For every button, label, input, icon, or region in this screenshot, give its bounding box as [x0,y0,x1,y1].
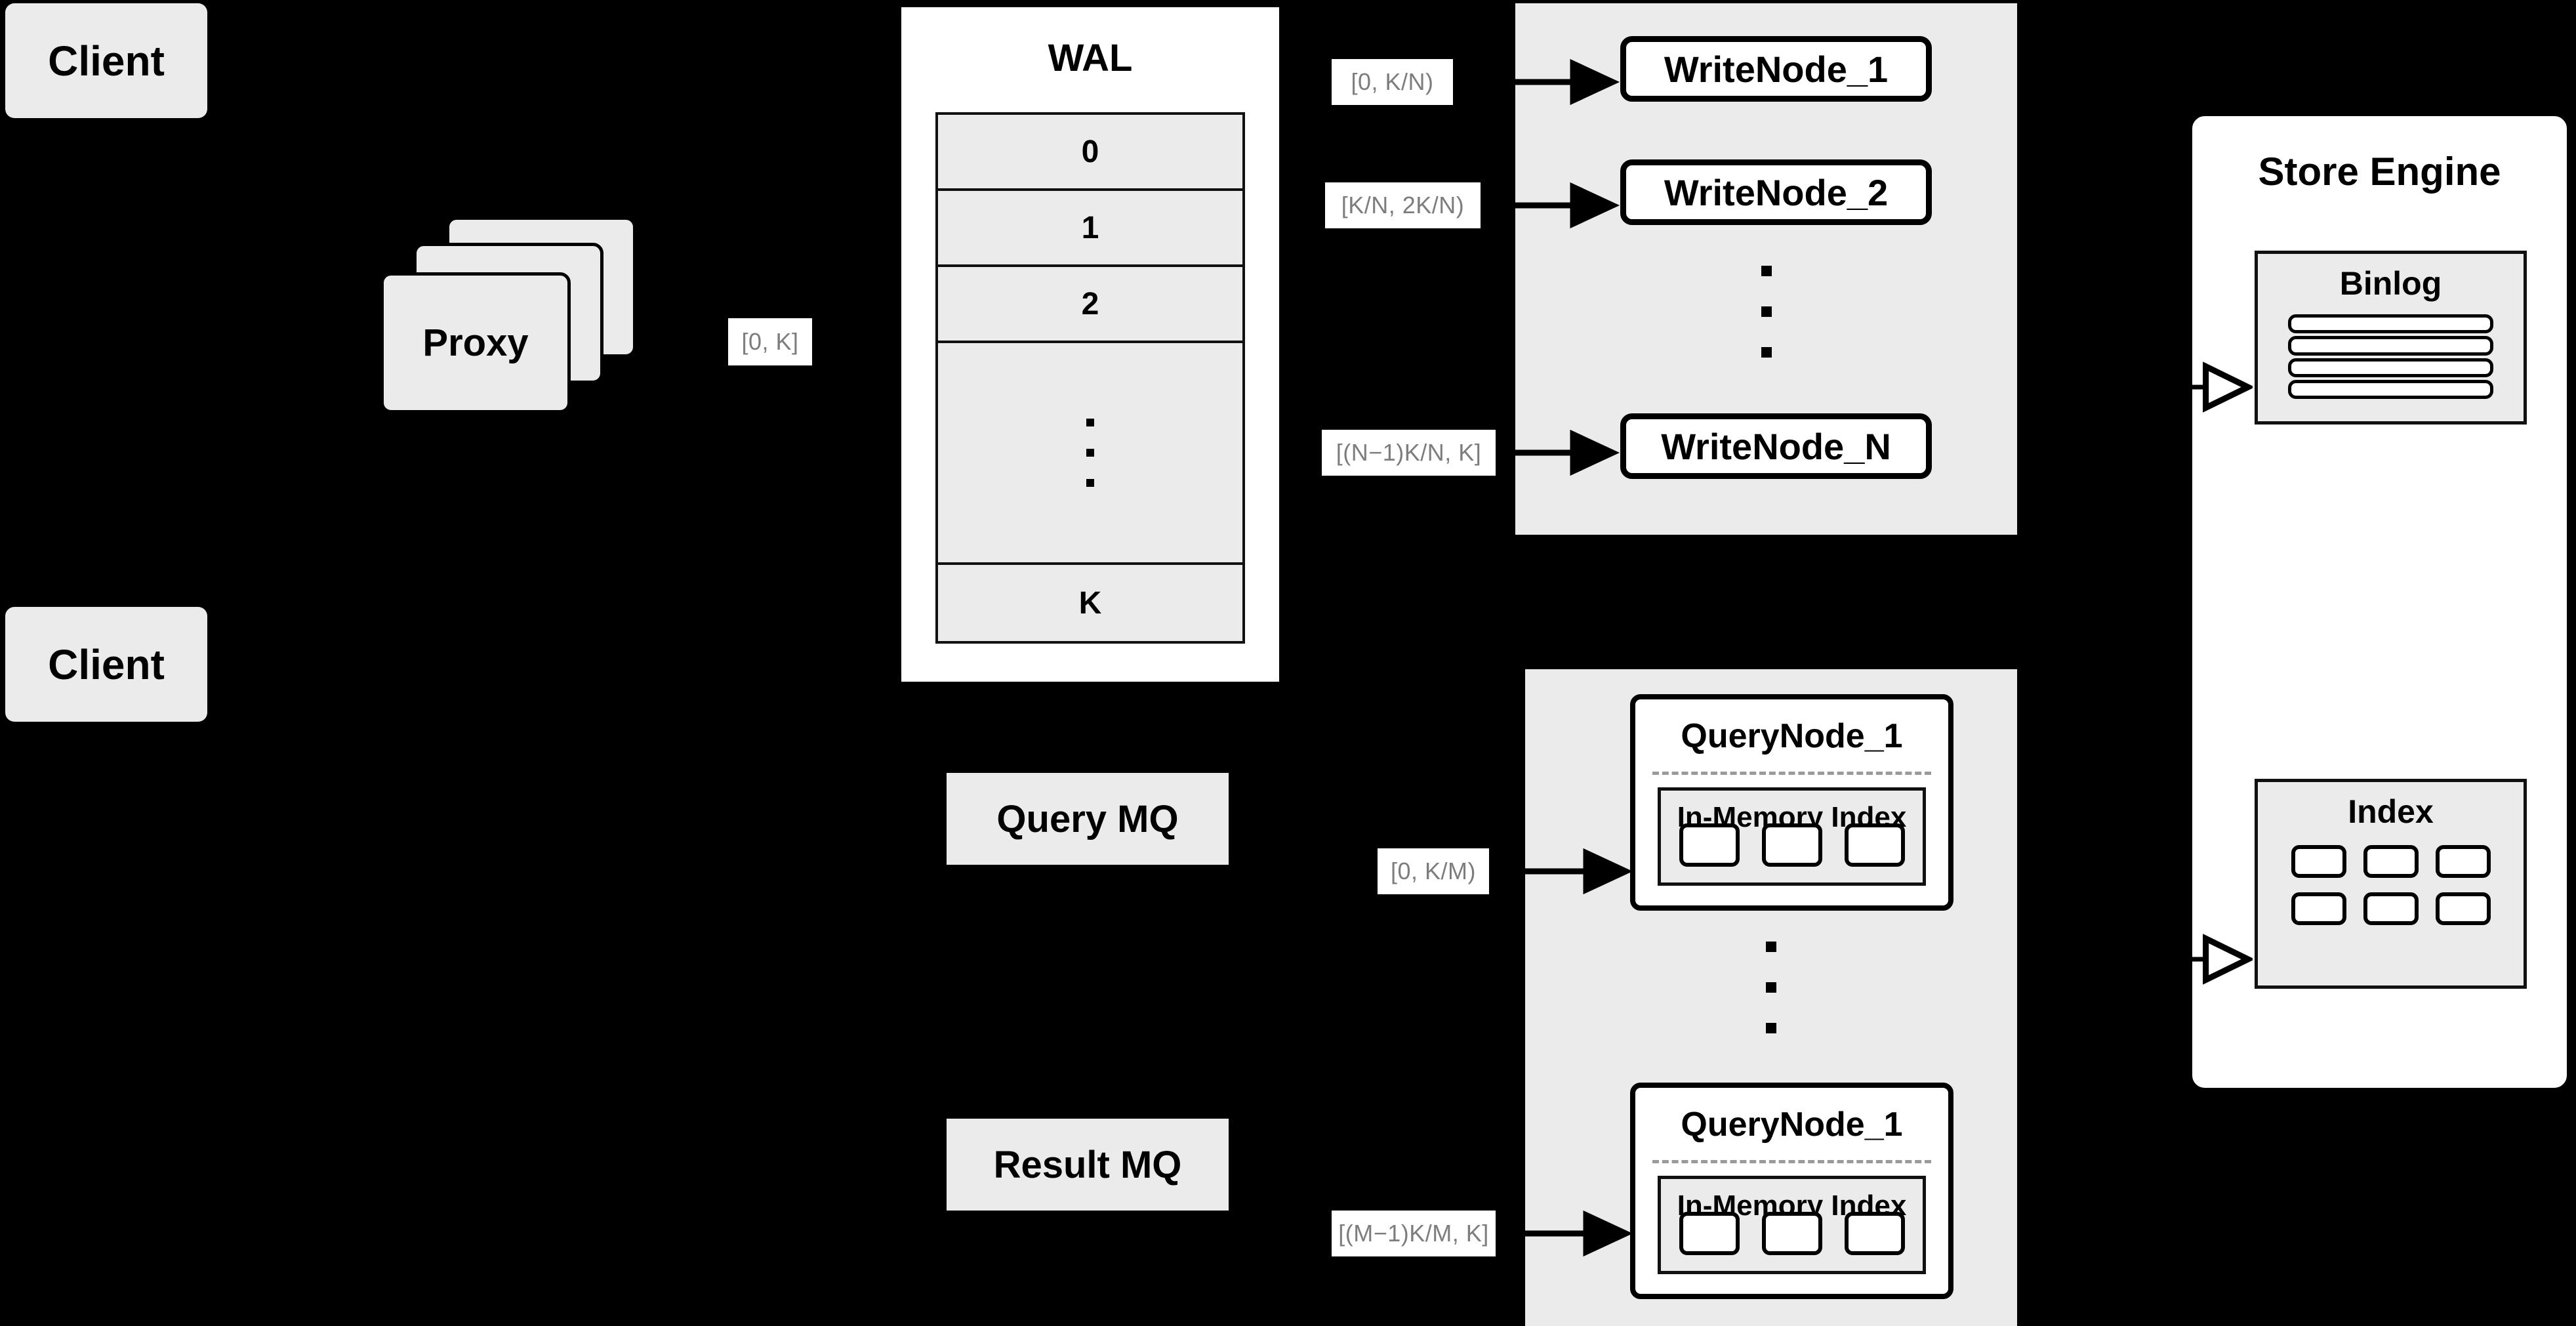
range-text: [(N−1)K/N, K] [1336,439,1482,466]
query-cluster-ellipsis-icon [1766,942,1776,1033]
wal-row[interactable]: K [938,565,1242,641]
index-cell[interactable] [2363,892,2419,925]
proxy-range-label: [0, K] [728,318,812,365]
index-cell[interactable] [2291,892,2346,925]
range-text: [(M−1)K/M, K] [1338,1220,1489,1247]
wal-row-label: K [1078,585,1102,621]
wal-row[interactable]: 1 [938,191,1242,267]
index-grid [2288,845,2493,925]
query-node-2-range-label: [(M−1)K/M, K] [1332,1211,1496,1256]
write-node-1[interactable]: WriteNode_1 [1620,36,1932,102]
query-mq-box[interactable]: Query MQ [947,773,1229,865]
in-memory-index-cells [1661,823,1923,867]
binlog-row[interactable] [2288,379,2493,399]
write-node-n[interactable]: WriteNode_N [1620,413,1932,479]
binlog-row[interactable] [2288,358,2493,377]
binlog-row[interactable] [2288,336,2493,356]
index-cell[interactable] [1844,1212,1905,1255]
in-memory-index-cells [1661,1212,1923,1255]
query-node-divider [1652,1160,1931,1163]
range-text: [0, K/M) [1390,858,1477,884]
index-cell[interactable] [1761,1212,1822,1255]
store-engine-title: Store Engine [2258,150,2501,194]
wal-row-label: 1 [1081,210,1099,245]
binlog-row-list [2288,314,2493,399]
query-node-title: QueryNode_1 [1681,717,1903,755]
write-cluster-ellipsis-icon [1761,266,1772,358]
range-text: [0, K/N) [1351,68,1434,95]
index-cell[interactable] [2435,892,2491,925]
result-mq-box[interactable]: Result MQ [947,1119,1229,1211]
in-memory-index-panel: In-Memory Index [1658,1176,1926,1274]
index-grid-row [2291,845,2491,878]
client-box-1[interactable]: Client [5,3,207,118]
wal-title: WAL [1048,37,1133,79]
binlog-row[interactable] [2288,314,2493,334]
proxy-label: Proxy [422,321,529,364]
query-node-divider [1652,772,1931,775]
write-node-label: WriteNode_2 [1664,171,1889,213]
client-label: Client [48,37,165,85]
query-node-cluster: QueryNode_1 In-Memory Index QueryNode_1 … [1525,669,2017,1326]
range-text: [K/N, 2K/N) [1341,192,1465,218]
vertical-ellipsis-icon [1086,419,1094,487]
wal-row-list: 0 1 2 K [935,112,1245,644]
wal-panel: WAL 0 1 2 K [897,3,1283,686]
store-engine-panel: Store Engine Binlog Index [2188,112,2571,1092]
index-cell[interactable] [2435,845,2491,878]
index-cell[interactable] [1679,1212,1740,1255]
wal-row-label: 2 [1081,286,1099,321]
result-mq-label: Result MQ [993,1143,1182,1186]
client-label: Client [48,640,165,688]
binlog-title: Binlog [2339,265,2442,302]
index-cell[interactable] [2363,845,2419,878]
index-title: Index [2348,793,2434,830]
write-node-1-range-label: [0, K/N) [1332,59,1453,105]
proxy-stack[interactable]: Proxy [380,217,676,426]
proxy-range-text: [0, K] [741,328,799,355]
in-memory-index-panel: In-Memory Index [1658,787,1926,886]
index-panel: Index [2255,779,2527,989]
index-cell[interactable] [1761,823,1822,867]
write-node-2-range-label: [K/N, 2K/N) [1325,182,1481,228]
write-node-n-range-label: [(N−1)K/N, K] [1322,430,1496,476]
index-cell[interactable] [1844,823,1905,867]
binlog-panel: Binlog [2255,251,2527,425]
index-grid-row [2291,892,2491,925]
query-mq-label: Query MQ [996,797,1179,840]
index-cell[interactable] [1679,823,1740,867]
query-node-1-range-label: [0, K/M) [1378,848,1489,894]
client-box-2[interactable]: Client [5,607,207,722]
write-node-label: WriteNode_N [1661,425,1891,467]
wal-row-label: 0 [1081,134,1099,169]
write-node-cluster: WriteNode_1 WriteNode_2 WriteNode_N [1515,3,2017,535]
query-node-2[interactable]: QueryNode_1 In-Memory Index [1630,1083,1953,1299]
wal-row[interactable]: 2 [938,267,1242,343]
write-node-label: WriteNode_1 [1664,48,1889,90]
wal-row-ellipsis [938,343,1242,565]
write-node-2[interactable]: WriteNode_2 [1620,159,1932,225]
query-node-1[interactable]: QueryNode_1 In-Memory Index [1630,694,1953,911]
proxy-card-front[interactable]: Proxy [380,272,571,413]
query-node-title: QueryNode_1 [1681,1106,1903,1144]
index-cell[interactable] [2291,845,2346,878]
wal-row[interactable]: 0 [938,115,1242,191]
